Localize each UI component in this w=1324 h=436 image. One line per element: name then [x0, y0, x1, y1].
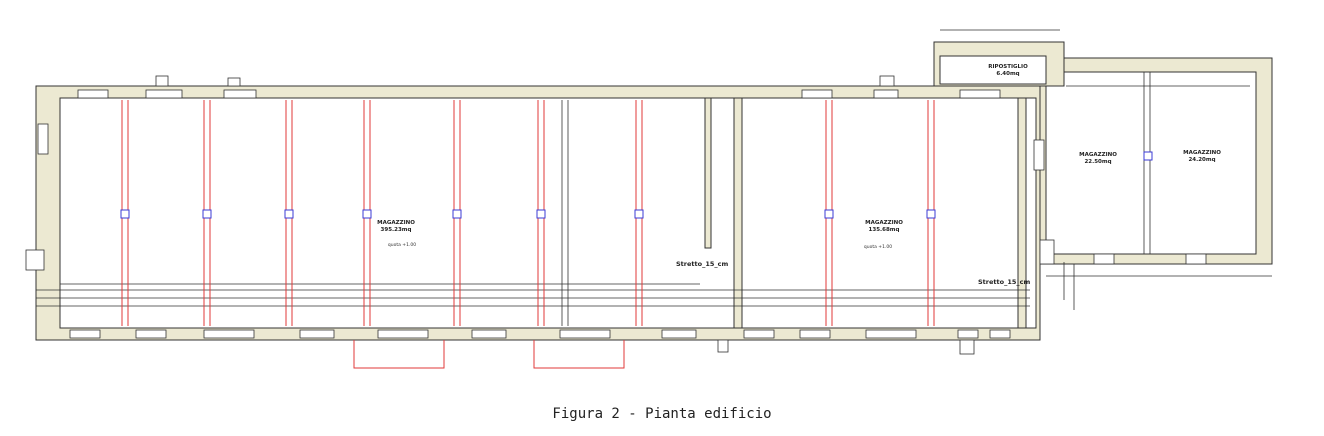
left-window	[37, 123, 49, 155]
annex-interior	[1045, 71, 1257, 255]
magazzino-1-area: 395.23mq	[381, 227, 412, 233]
figure-caption: Figura 2 - Pianta edificio	[552, 406, 772, 422]
stair-element	[717, 339, 729, 353]
ripostiglio-name: RIPOSTIGLIO	[988, 64, 1028, 70]
ripostiglio-interior	[939, 55, 1047, 85]
partition-wall-3	[704, 97, 712, 249]
left-door	[25, 249, 45, 271]
stretto-label-2: Stretto_15_cm	[978, 278, 1030, 286]
magazzino-2-height: quota +1.00	[864, 244, 892, 250]
annex-bottom-window-1	[1093, 253, 1115, 265]
magazzino-3-name: MAGAZZINO	[1079, 152, 1117, 158]
magazzino-1-name: MAGAZZINO	[377, 220, 415, 226]
floor-plan: MAGAZZINO 395.23mq quota +1.00 MAGAZZINO…	[25, 29, 1273, 369]
dimension-lines	[940, 29, 1272, 310]
bay-outline-2	[533, 340, 625, 369]
magazzino-3-area: 22.50mq	[1084, 159, 1111, 165]
magazzino-4-name: MAGAZZINO	[1183, 150, 1221, 156]
magazzino-2-name: MAGAZZINO	[865, 220, 903, 226]
partition-wall	[733, 97, 743, 329]
stretto-label-1: Stretto_15_cm	[676, 260, 728, 268]
annex-bottom-window-2	[1185, 253, 1207, 265]
ripostiglio-area: 6.40mq	[996, 71, 1019, 77]
partition-wall-2	[1017, 97, 1027, 329]
annex-window-1	[1033, 139, 1045, 171]
top-windows	[77, 75, 1001, 99]
magazzino-1-height: quota +1.00	[388, 242, 416, 248]
bay-outline-1	[353, 340, 445, 369]
annex-corner	[959, 339, 975, 355]
magazzino-4-area: 24.20mq	[1188, 157, 1215, 163]
annex-window-2	[1039, 239, 1055, 265]
magazzino-2-area: 135.68mq	[869, 227, 900, 233]
bottom-windows	[69, 329, 1011, 339]
column-markers	[120, 151, 1153, 219]
